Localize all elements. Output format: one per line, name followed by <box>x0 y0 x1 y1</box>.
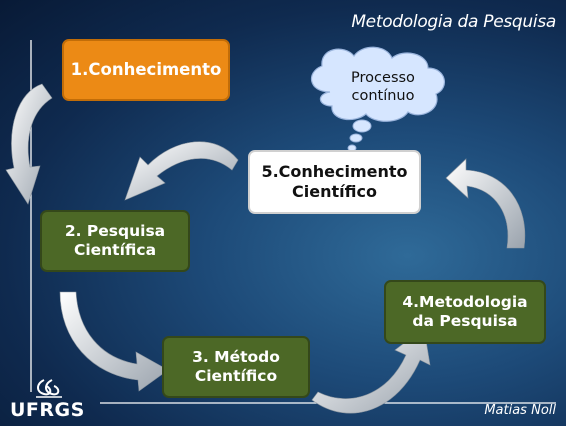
ufrgs-logo-icon <box>36 379 62 398</box>
step-3-box: 3. Método Científico <box>162 336 310 398</box>
step-1-box: 1.Conhecimento <box>62 39 230 101</box>
curved-arrow-icon <box>124 141 239 201</box>
cloud-label: Processo contínuo <box>351 69 415 104</box>
step-5-box: 5.Conhecimento Científico <box>248 150 421 214</box>
curved-arrow-icon <box>445 158 526 249</box>
step-4-box: 4.Metodologia da Pesquisa <box>384 280 546 344</box>
step-2-box: 2. Pesquisa Científica <box>40 210 190 272</box>
thought-cloud-icon <box>311 46 445 152</box>
curved-arrow-icon <box>5 83 53 205</box>
author-name: Matias Noll <box>484 403 556 418</box>
slide-title: Metodologia da Pesquisa <box>351 12 556 32</box>
logo-text: UFRGS <box>10 399 85 421</box>
curved-arrow-icon <box>59 291 169 392</box>
